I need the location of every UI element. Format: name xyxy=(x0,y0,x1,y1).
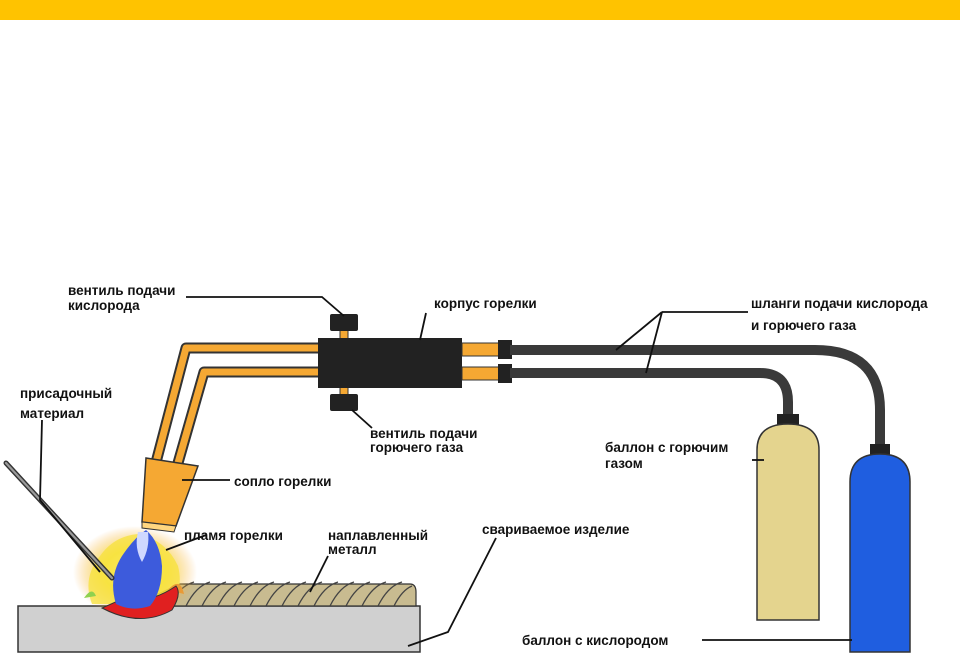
gas-hoses xyxy=(510,345,885,446)
hose-connectors xyxy=(461,340,512,383)
filler-material-label: присадочный материал xyxy=(20,386,116,421)
leader-lines xyxy=(39,296,852,647)
oxygen-valve-label: вентиль подачи кислорода xyxy=(68,283,179,313)
workpiece xyxy=(17,605,421,653)
weld-metal-label: наплавленный металл xyxy=(328,528,432,557)
hoses-label: шланги подачи кислорода и горючего газа xyxy=(751,296,931,333)
torch-body-label: корпус горелки xyxy=(434,296,537,311)
workpiece-label: свариваемое изделие xyxy=(482,522,630,537)
oxygen-valve xyxy=(330,314,358,341)
fuel-gas-valve xyxy=(330,385,358,411)
fuel-valve-label: вентиль подачи горючего газа xyxy=(370,426,481,455)
oxygen-cylinder-label: баллон с кислородом xyxy=(522,633,668,648)
torch-tubes xyxy=(148,342,320,472)
fuel-cylinder-label: баллон с горючим газом xyxy=(605,440,732,471)
oxygen-cylinder xyxy=(849,444,911,653)
flame-label: пламя горелки xyxy=(184,528,283,543)
torch-flame xyxy=(73,526,197,619)
fuel-gas-cylinder xyxy=(756,414,820,621)
torch-body xyxy=(318,338,462,388)
nozzle-label: сопло горелки xyxy=(234,474,331,489)
top-accent-bar xyxy=(0,0,960,20)
torch-nozzle xyxy=(141,457,200,533)
